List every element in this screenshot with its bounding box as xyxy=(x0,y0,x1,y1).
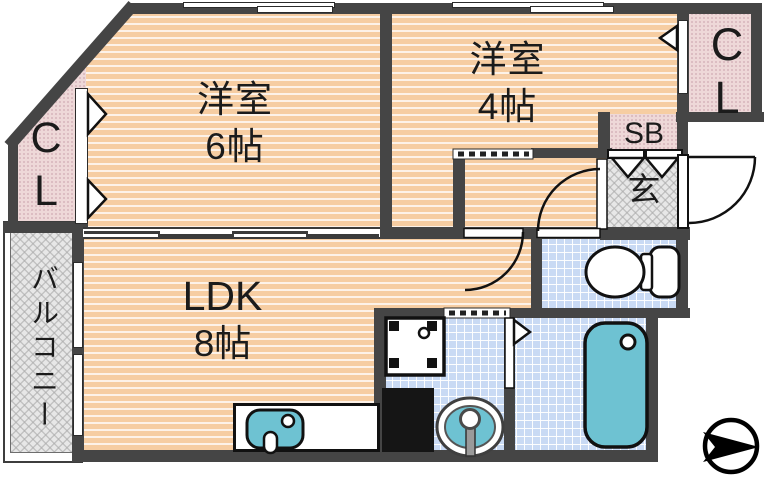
label-western6-name: 洋室 xyxy=(197,79,273,120)
compass-north-icon xyxy=(702,417,760,475)
wall-left-closet-outer xyxy=(8,142,18,232)
window-balcony-upper xyxy=(73,262,83,348)
shoebox-fold-arrow-1 xyxy=(609,156,647,179)
label-western6: 洋室 6帖 xyxy=(140,76,330,170)
toilet-icon xyxy=(584,245,681,299)
wall-shoebox-left xyxy=(598,112,610,158)
washing-machine-icon xyxy=(384,316,446,377)
partition-leaf-3 xyxy=(232,230,308,234)
label-shoebox: SB xyxy=(623,117,665,150)
label-western4-name: 洋室 xyxy=(469,39,546,80)
wall-western4-bottom xyxy=(531,148,612,158)
label-closet-left: CL xyxy=(30,114,62,215)
balcony-floor xyxy=(10,229,73,453)
slide-arrow-bath xyxy=(512,317,533,347)
ldk-door-swing xyxy=(464,231,525,292)
window-western4-top-sash xyxy=(530,6,614,13)
wall-diagonal xyxy=(4,1,138,150)
entrance-door-swing xyxy=(688,156,757,225)
wall-toilet-left xyxy=(531,236,542,318)
ldk-door-leaf xyxy=(463,227,524,239)
partition-leaf-2 xyxy=(158,233,234,237)
wall-top xyxy=(128,3,762,14)
wall-bath-right xyxy=(646,308,658,462)
label-ldk-name: LDK xyxy=(182,273,263,319)
shoebox-fold-arrow-2 xyxy=(643,156,681,179)
label-western6-size: 6帖 xyxy=(205,126,265,167)
toilet-door-swing xyxy=(536,167,601,232)
label-balcony: バルコニー xyxy=(28,264,59,434)
wall-right-upper xyxy=(751,3,762,122)
entrance-step xyxy=(596,158,608,230)
utility-box xyxy=(382,388,434,452)
label-closet-right: CL xyxy=(710,19,744,123)
wall-room-divider xyxy=(380,3,392,237)
slide-arrow-closet-right xyxy=(657,23,679,53)
slide-arrow-closet-left-2 xyxy=(86,176,108,222)
slide-arrow-closet-left-1 xyxy=(86,90,108,138)
closet-right-sliding-door xyxy=(678,20,688,94)
wall-hall-left xyxy=(453,150,465,239)
closet-right-floor xyxy=(686,4,762,120)
partition-leaf-1 xyxy=(84,230,160,234)
washbasin-icon xyxy=(435,396,505,458)
label-ldk: LDK 8帖 xyxy=(130,272,315,367)
label-western4-size: 4帖 xyxy=(477,86,538,127)
wall-closet-left-bottom xyxy=(3,222,88,233)
bath-sliding-door xyxy=(504,317,515,389)
room-western6-floor xyxy=(85,4,392,237)
window-western4-top xyxy=(452,2,604,8)
partition-western6-ldk xyxy=(83,227,380,239)
window-balcony-lower xyxy=(73,354,83,436)
window-western6-top-sash xyxy=(257,6,333,13)
label-western4: 洋室 4帖 xyxy=(420,36,595,130)
partition-leaf-4 xyxy=(306,233,379,237)
closet-left-sliding-door xyxy=(75,88,88,224)
label-entrance: 玄 xyxy=(627,171,661,208)
entrance-door-leaf xyxy=(677,154,689,229)
label-ldk-size: 8帖 xyxy=(193,323,252,364)
wall-wash-bath-divider xyxy=(504,318,515,462)
wall-closet-right-bottom xyxy=(676,112,764,122)
kitchen-sink-icon xyxy=(245,408,305,455)
toilet-door-leaf xyxy=(536,227,601,239)
bathtub-icon xyxy=(583,321,649,449)
